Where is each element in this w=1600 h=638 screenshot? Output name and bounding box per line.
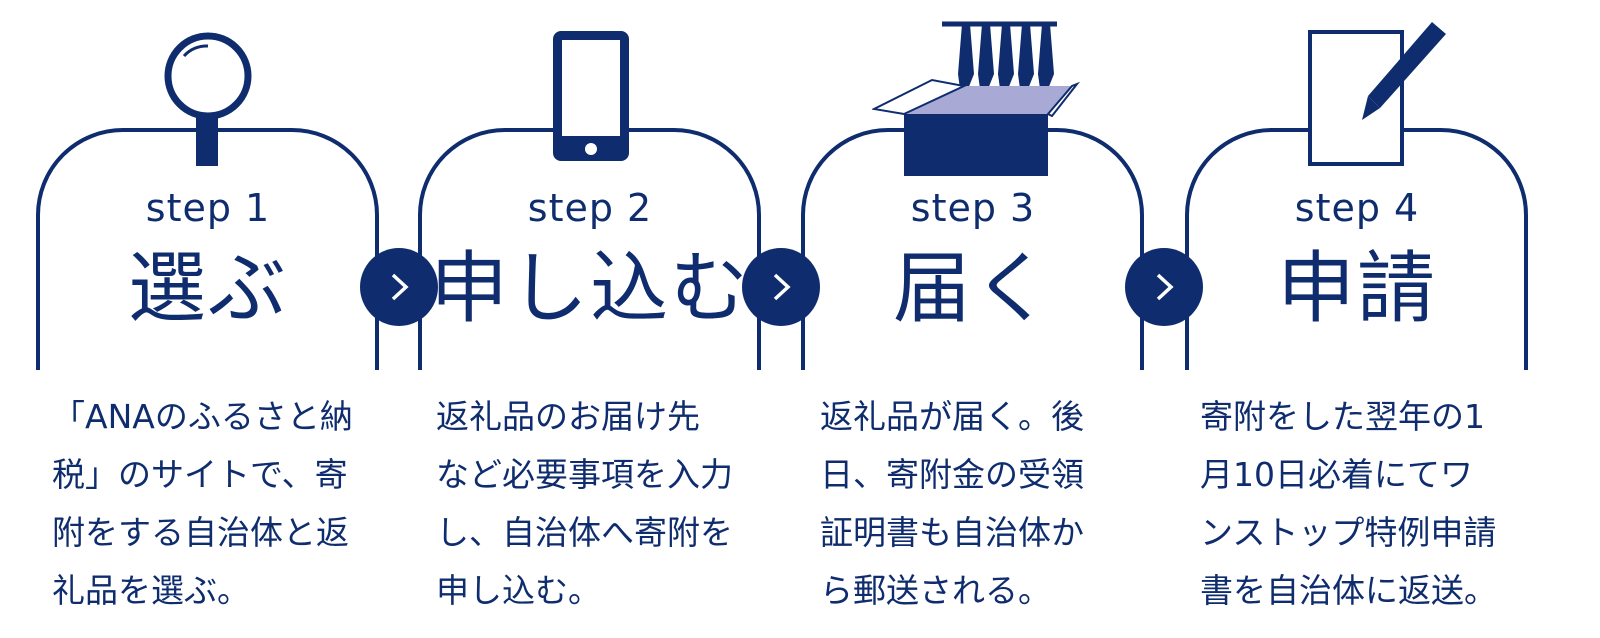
description-line: ら郵送される。 <box>820 571 1051 610</box>
step-2-label: step 2 <box>527 186 653 230</box>
description-line: ンストップ特例申請 <box>1200 513 1497 552</box>
step-1-label: step 1 <box>145 186 271 230</box>
step-3-label: step 3 <box>910 186 1036 230</box>
description-line: 月10日必着にてワ <box>1200 455 1473 494</box>
description-line: 書を自治体に返送。 <box>1200 571 1497 610</box>
description-line: 礼品を選ぶ。 <box>52 571 250 610</box>
chevron-right-icon <box>391 273 409 301</box>
step-4-title: 申請 <box>1276 244 1437 334</box>
step-3-description: 返礼品が届く。後 日、寄附金の受領 証明書も自治体か ら郵送される。 <box>820 388 1140 620</box>
step-1-to-2-arrow <box>360 248 438 326</box>
chevron-right-icon <box>773 273 791 301</box>
description-line: 寄附をした翌年の1 <box>1200 397 1485 436</box>
step-1-title: 選ぶ <box>127 244 288 334</box>
step-3-to-4-arrow <box>1125 248 1203 326</box>
description-line: 附をする自治体と返 <box>52 513 349 552</box>
step-4-label: step 4 <box>1294 186 1420 230</box>
description-line: 税」のサイトで、寄 <box>52 455 348 494</box>
description-line: 返礼品が届く。後 <box>820 397 1084 436</box>
step-1-description: 「ANAのふるさと納 税」のサイトで、寄 附をする自治体と返 礼品を選ぶ。 <box>52 388 372 620</box>
description-line: 「ANAのふるさと納 <box>52 397 353 436</box>
paper-pen-icon <box>1308 22 1446 166</box>
step-2-description: 返礼品のお届け先 など必要事項を入力 し、自治体へ寄附を 申し込む。 <box>436 388 756 620</box>
description-line: 日、寄附金の受領 <box>820 455 1084 494</box>
smartphone-icon <box>553 31 629 161</box>
description-line: 申し込む。 <box>436 571 601 610</box>
description-line: し、自治体へ寄附を <box>436 513 733 552</box>
delivery-box-icon <box>872 21 1081 176</box>
step-2-title: 申し込む <box>429 244 750 334</box>
description-line: 返礼品のお届け先 <box>436 397 700 436</box>
chevron-right-icon <box>1156 273 1174 301</box>
step-4-description: 寄附をした翌年の1 月10日必着にてワ ンストップ特例申請 書を自治体に返送。 <box>1200 388 1520 620</box>
step-3-title: 届く <box>892 244 1053 334</box>
magnifier-icon <box>164 32 252 166</box>
description-line: など必要事項を入力 <box>436 455 733 494</box>
description-line: 証明書も自治体か <box>820 513 1084 552</box>
step-2-to-3-arrow <box>742 248 820 326</box>
